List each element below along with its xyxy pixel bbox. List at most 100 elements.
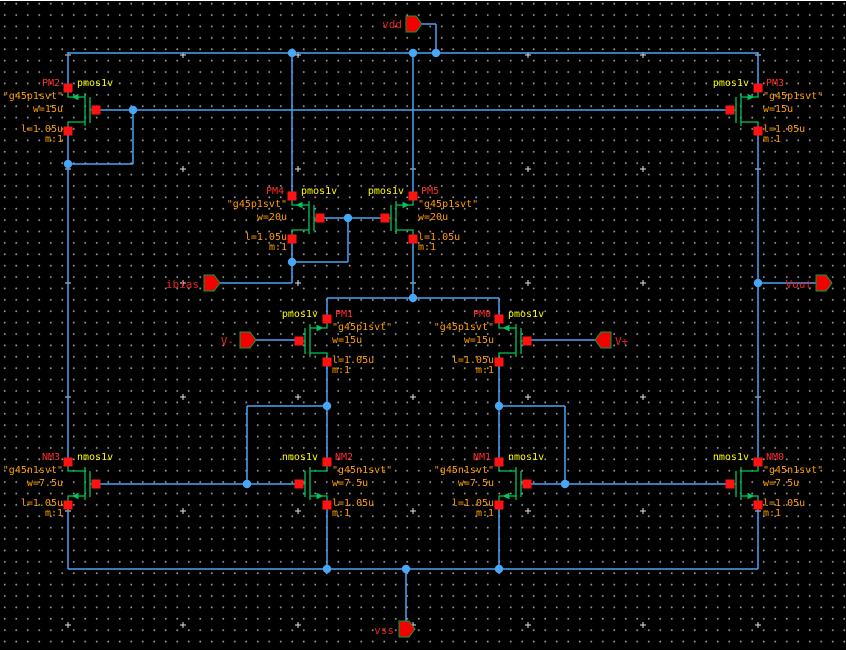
param-w-label: w=15u [332,335,362,346]
junction-dot[interactable] [242,479,252,489]
terminal-bottom[interactable] [753,126,763,136]
terminal-gate[interactable] [294,336,304,346]
terminal-gate[interactable] [294,479,304,489]
terminal-top[interactable] [322,314,332,324]
junction-dot[interactable] [494,401,504,411]
terminal-gate[interactable] [380,213,390,223]
terminal-top[interactable] [753,457,763,467]
channel-arrow-icon [747,492,755,500]
junction-dot[interactable] [431,48,441,58]
terminal-bottom[interactable] [494,357,504,367]
grid-cross [525,622,531,628]
param-m-label: m:1 [476,508,494,519]
terminal-top[interactable] [408,191,418,201]
model-label: pmos1v [301,186,337,197]
instance-name-label: NM0 [766,452,784,463]
junction-dot[interactable] [494,564,504,574]
junction-dot[interactable] [128,105,138,115]
grid-cross [180,166,186,172]
terminal-bottom[interactable] [322,500,332,510]
port-vss[interactable]: vss [374,620,416,638]
param-m-label: m:1 [45,134,63,145]
terminal-gate[interactable] [522,336,532,346]
terminal-gate[interactable] [522,479,532,489]
mosfet-symbol [299,323,328,358]
terminal-top[interactable] [287,191,297,201]
model-label: pmos1v [282,309,318,320]
terminal-top[interactable] [494,314,504,324]
port-vdd[interactable]: vdd [382,15,423,33]
port-vminus[interactable]: V- [221,331,257,349]
param-model-file-label: "g45n1svt" [332,465,392,476]
param-l-label: l=1.05u [332,498,374,509]
junction-dot[interactable] [401,564,411,574]
junction-dot[interactable] [408,48,418,58]
param-m-label: m:1 [332,365,350,376]
port-vout[interactable]: Vout [786,274,833,292]
junction-dot[interactable] [287,48,297,58]
terminal-bottom[interactable] [63,126,73,136]
canvas-top-edge [0,0,846,1]
grid-cross [65,622,71,628]
port-vplus[interactable]: V+ [594,331,629,349]
junction-dot[interactable] [322,564,332,574]
param-l-label: l=1.05u [21,498,63,509]
terminal-bottom[interactable] [408,234,418,244]
grid-cross [180,394,186,400]
model-label: pmos1v [368,186,404,197]
model-label: nmos1v [713,452,749,463]
instance-name-label: PM5 [421,186,439,197]
terminal-gate[interactable] [725,479,735,489]
terminal-bottom[interactable] [322,357,332,367]
port-ibias[interactable]: ibias [166,274,221,292]
channel-arrow-icon [71,93,79,101]
terminal-top[interactable] [322,457,332,467]
instance-name-label: PM3 [766,78,784,89]
terminal-gate[interactable] [315,213,325,223]
channel-arrow-icon [71,492,79,500]
terminal-gate[interactable] [725,105,735,115]
pin-icon [203,274,221,292]
grid-cross [525,508,531,514]
param-m-label: m:1 [269,242,287,253]
param-w-label: w=15u [33,104,63,115]
terminal-bottom[interactable] [753,500,763,510]
channel-arrow-icon [502,492,510,500]
junction-dot[interactable] [63,159,73,169]
param-l-label: l=1.05u [418,232,460,243]
terminal-top[interactable] [63,457,73,467]
terminal-gate[interactable] [91,479,101,489]
junction-dot[interactable] [560,479,570,489]
param-m-label: m:1 [763,508,781,519]
junction-dot[interactable] [343,213,353,223]
terminal-gate[interactable] [91,105,101,115]
junction-dot[interactable] [322,401,332,411]
junction-dot[interactable] [408,293,418,303]
grid-cross [180,508,186,514]
model-label: nmos1v [77,452,113,463]
param-model-file-label: "g45p1svt" [763,91,823,102]
terminal-bottom[interactable] [63,500,73,510]
terminal-top[interactable] [63,83,73,93]
terminal-top[interactable] [494,457,504,467]
junction-dot[interactable] [287,257,297,267]
terminal-bottom[interactable] [494,500,504,510]
param-m-label: m:1 [45,508,63,519]
junction-dot[interactable] [753,278,763,288]
grid-cross [755,622,761,628]
terminal-top[interactable] [753,83,763,93]
terminal-bottom[interactable] [287,234,297,244]
param-model-file-label: "g45p1svt" [3,91,63,102]
